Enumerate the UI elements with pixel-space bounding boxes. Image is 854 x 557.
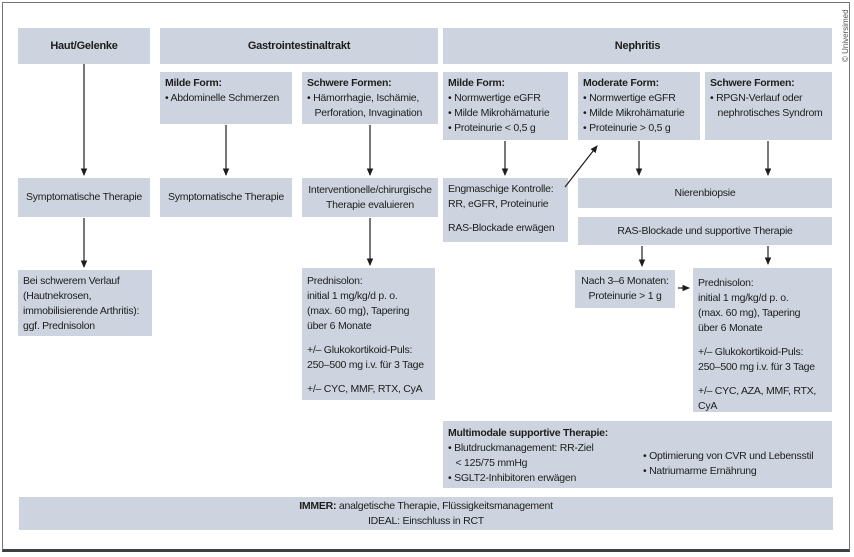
after-months-line1: Nach 3–6 Monaten: bbox=[581, 275, 669, 287]
box-interventional-therapy: Interventionelle/chirurgische Therapie e… bbox=[302, 178, 438, 217]
multimodal-left-item: • Blutdruckmanagement: RR-Ziel bbox=[448, 442, 594, 454]
always-bold-label: IMMER: bbox=[299, 499, 337, 512]
ras-blockade-supportive-label: RAS-Blockade und supportive Therapie bbox=[617, 224, 793, 237]
box-ras-blockade-supportive: RAS-Blockade und supportive Therapie bbox=[578, 217, 832, 245]
prednisolone-neph-line: (max. 60 mg), Tapering bbox=[698, 307, 801, 319]
severe-course-line4: ggf. Prednisolon bbox=[23, 320, 95, 332]
box-symptomatic-therapy-gi: Symptomatische Therapie bbox=[160, 178, 292, 217]
neph-moderate-item: • Normwertige eGFR bbox=[583, 92, 676, 104]
multimodal-left-item: < 125/75 mmHg bbox=[455, 457, 528, 469]
neph-moderate-item: • Proteinurie > 0,5 g bbox=[583, 122, 671, 134]
neph-mild-title: Milde Form: bbox=[448, 77, 505, 89]
neph-severe-item-line2: nephrotisches Syndrom bbox=[717, 107, 823, 119]
multimodal-right-column: • Optimierung von CVR und Lebensstil • N… bbox=[643, 441, 814, 486]
gi-severe-item-line2: Perforation, Invagination bbox=[314, 107, 423, 119]
gi-mild-item: • Abdominelle Schmerzen bbox=[165, 92, 280, 104]
box-nephritis-mild-form: Milde Form: • Normwertige eGFR • Milde M… bbox=[443, 72, 568, 140]
severe-course-line2: (Hautnekrosen, bbox=[23, 290, 92, 302]
neph-moderate-title: Moderate Form: bbox=[583, 77, 659, 89]
box-prednisolone-gi: Prednisolon: initial 1 mg/kg/d p. o. (ma… bbox=[302, 268, 435, 400]
header-nephritis-label: Nephritis bbox=[614, 39, 661, 52]
interventional-line1: Interventionelle/chirurgische bbox=[308, 183, 432, 196]
neph-mild-item: • Proteinurie < 0,5 g bbox=[448, 122, 536, 134]
header-gastrointestinaltrakt-label: Gastrointestinaltrakt bbox=[247, 39, 351, 52]
box-gi-severe-forms: Schwere Formen: • Hämorrhagie, Ischämie,… bbox=[302, 72, 438, 124]
box-prednisolone-nephritis: Prednisolon: initial 1 mg/kg/d p. o. (ma… bbox=[693, 268, 832, 412]
box-kidney-biopsy: Nierenbiopsie bbox=[578, 178, 832, 208]
prednisolone-neph-line: über 6 Monate bbox=[698, 322, 763, 334]
multimodal-right-item: • Natriumarme Ernährung bbox=[643, 465, 757, 477]
neph-mild-item: • Normwertige eGFR bbox=[448, 92, 541, 104]
always-line: IMMER: analgetische Therapie, Flüssigkei… bbox=[299, 499, 553, 514]
always-rest-label: analgetische Therapie, Flüssigkeitsmanag… bbox=[336, 499, 553, 512]
multimodal-left-item: • SGLT2-Inhibitoren erwägen bbox=[448, 472, 577, 484]
header-nephritis: Nephritis bbox=[443, 28, 832, 64]
after-months-line2: Proteinurie > 1 g bbox=[588, 290, 662, 302]
monitoring-line2: RR, eGFR, Proteinurie bbox=[448, 198, 549, 210]
neph-mild-item: • Milde Mikrohämaturie bbox=[448, 107, 550, 119]
box-multimodal-supportive: Multimodale supportive Therapie: • Blutd… bbox=[443, 421, 832, 488]
box-gi-mild-form: Milde Form: • Abdominelle Schmerzen bbox=[160, 72, 292, 124]
prednisolone-neph-line: +/– Glukokortikoid-Puls: bbox=[698, 346, 804, 358]
severe-course-line3: immobilisierende Arthritis): bbox=[23, 305, 140, 317]
symptomatic-therapy-gi-label: Symptomatische Therapie bbox=[167, 191, 285, 203]
header-haut-gelenke-label: Haut/Gelenke bbox=[50, 39, 118, 52]
prednisolone-gi-line: Prednisolon: bbox=[307, 275, 363, 287]
copyright-label: © Universimed bbox=[841, 9, 850, 62]
box-nephritis-moderate-form: Moderate Form: • Normwertige eGFR • Mild… bbox=[578, 72, 700, 140]
monitoring-line1: Engmaschige Kontrolle: bbox=[448, 183, 554, 195]
prednisolone-gi-line: über 6 Monate bbox=[307, 320, 372, 332]
prednisolone-gi-line: (max. 60 mg), Tapering bbox=[307, 305, 410, 317]
box-always-ideal: IMMER: analgetische Therapie, Flüssigkei… bbox=[19, 497, 833, 530]
multimodal-left-column: • Blutdruckmanagement: RR-Ziel < 125/75 … bbox=[448, 441, 643, 486]
gi-severe-item-line1: • Hämorrhagie, Ischämie, bbox=[307, 92, 420, 104]
prednisolone-gi-line: +/– CYC, MMF, RTX, CyA bbox=[307, 383, 423, 395]
box-after-3-6-months: Nach 3–6 Monaten: Proteinurie > 1 g bbox=[575, 270, 675, 308]
multimodal-right-item: • Optimierung von CVR und Lebensstil bbox=[643, 450, 814, 462]
prednisolone-neph-line: initial 1 mg/kg/d p. o. bbox=[698, 292, 789, 304]
symptomatic-therapy-skin-label: Symptomatische Therapie bbox=[25, 191, 143, 203]
gi-severe-title: Schwere Formen: bbox=[307, 77, 392, 89]
prednisolone-neph-line: +/– CYC, AZA, MMF, RTX, CyA bbox=[698, 385, 817, 412]
kidney-biopsy-label: Nierenbiopsie bbox=[674, 186, 736, 199]
neph-severe-item-line1: • RPGN-Verlauf oder bbox=[710, 92, 803, 104]
header-haut-gelenke: Haut/Gelenke bbox=[18, 28, 150, 64]
neph-severe-title: Schwere Formen: bbox=[710, 77, 795, 89]
multimodal-title: Multimodale supportive Therapie: bbox=[448, 427, 609, 439]
header-gastrointestinaltrakt: Gastrointestinaltrakt bbox=[160, 28, 438, 64]
monitoring-line3: RAS-Blockade erwägen bbox=[448, 222, 555, 234]
prednisolone-neph-line: Prednisolon: bbox=[698, 277, 754, 289]
box-symptomatic-therapy-skin: Symptomatische Therapie bbox=[18, 178, 150, 217]
prednisolone-gi-line: +/– Glukokortikoid-Puls: bbox=[307, 344, 413, 356]
prednisolone-gi-line: 250–500 mg i.v. für 3 Tage bbox=[307, 359, 424, 371]
prednisolone-neph-line: 250–500 mg i.v. für 3 Tage bbox=[698, 361, 815, 373]
box-close-monitoring: Engmaschige Kontrolle: RR, eGFR, Protein… bbox=[443, 178, 568, 242]
prednisolone-gi-line: initial 1 mg/kg/d p. o. bbox=[307, 290, 398, 302]
interventional-line2: Therapie evaluieren bbox=[325, 198, 415, 211]
neph-moderate-item: • Milde Mikrohämaturie bbox=[583, 107, 685, 119]
box-severe-course-prednisolone: Bei schwerem Verlauf (Hautnekrosen, immo… bbox=[18, 270, 152, 336]
box-nephritis-severe-forms: Schwere Formen: • RPGN-Verlauf oder neph… bbox=[705, 72, 832, 140]
ideal-line: IDEAL: Einschluss in RCT bbox=[368, 514, 484, 527]
severe-course-line1: Bei schwerem Verlauf bbox=[23, 275, 120, 287]
gi-mild-title: Milde Form: bbox=[165, 77, 222, 89]
